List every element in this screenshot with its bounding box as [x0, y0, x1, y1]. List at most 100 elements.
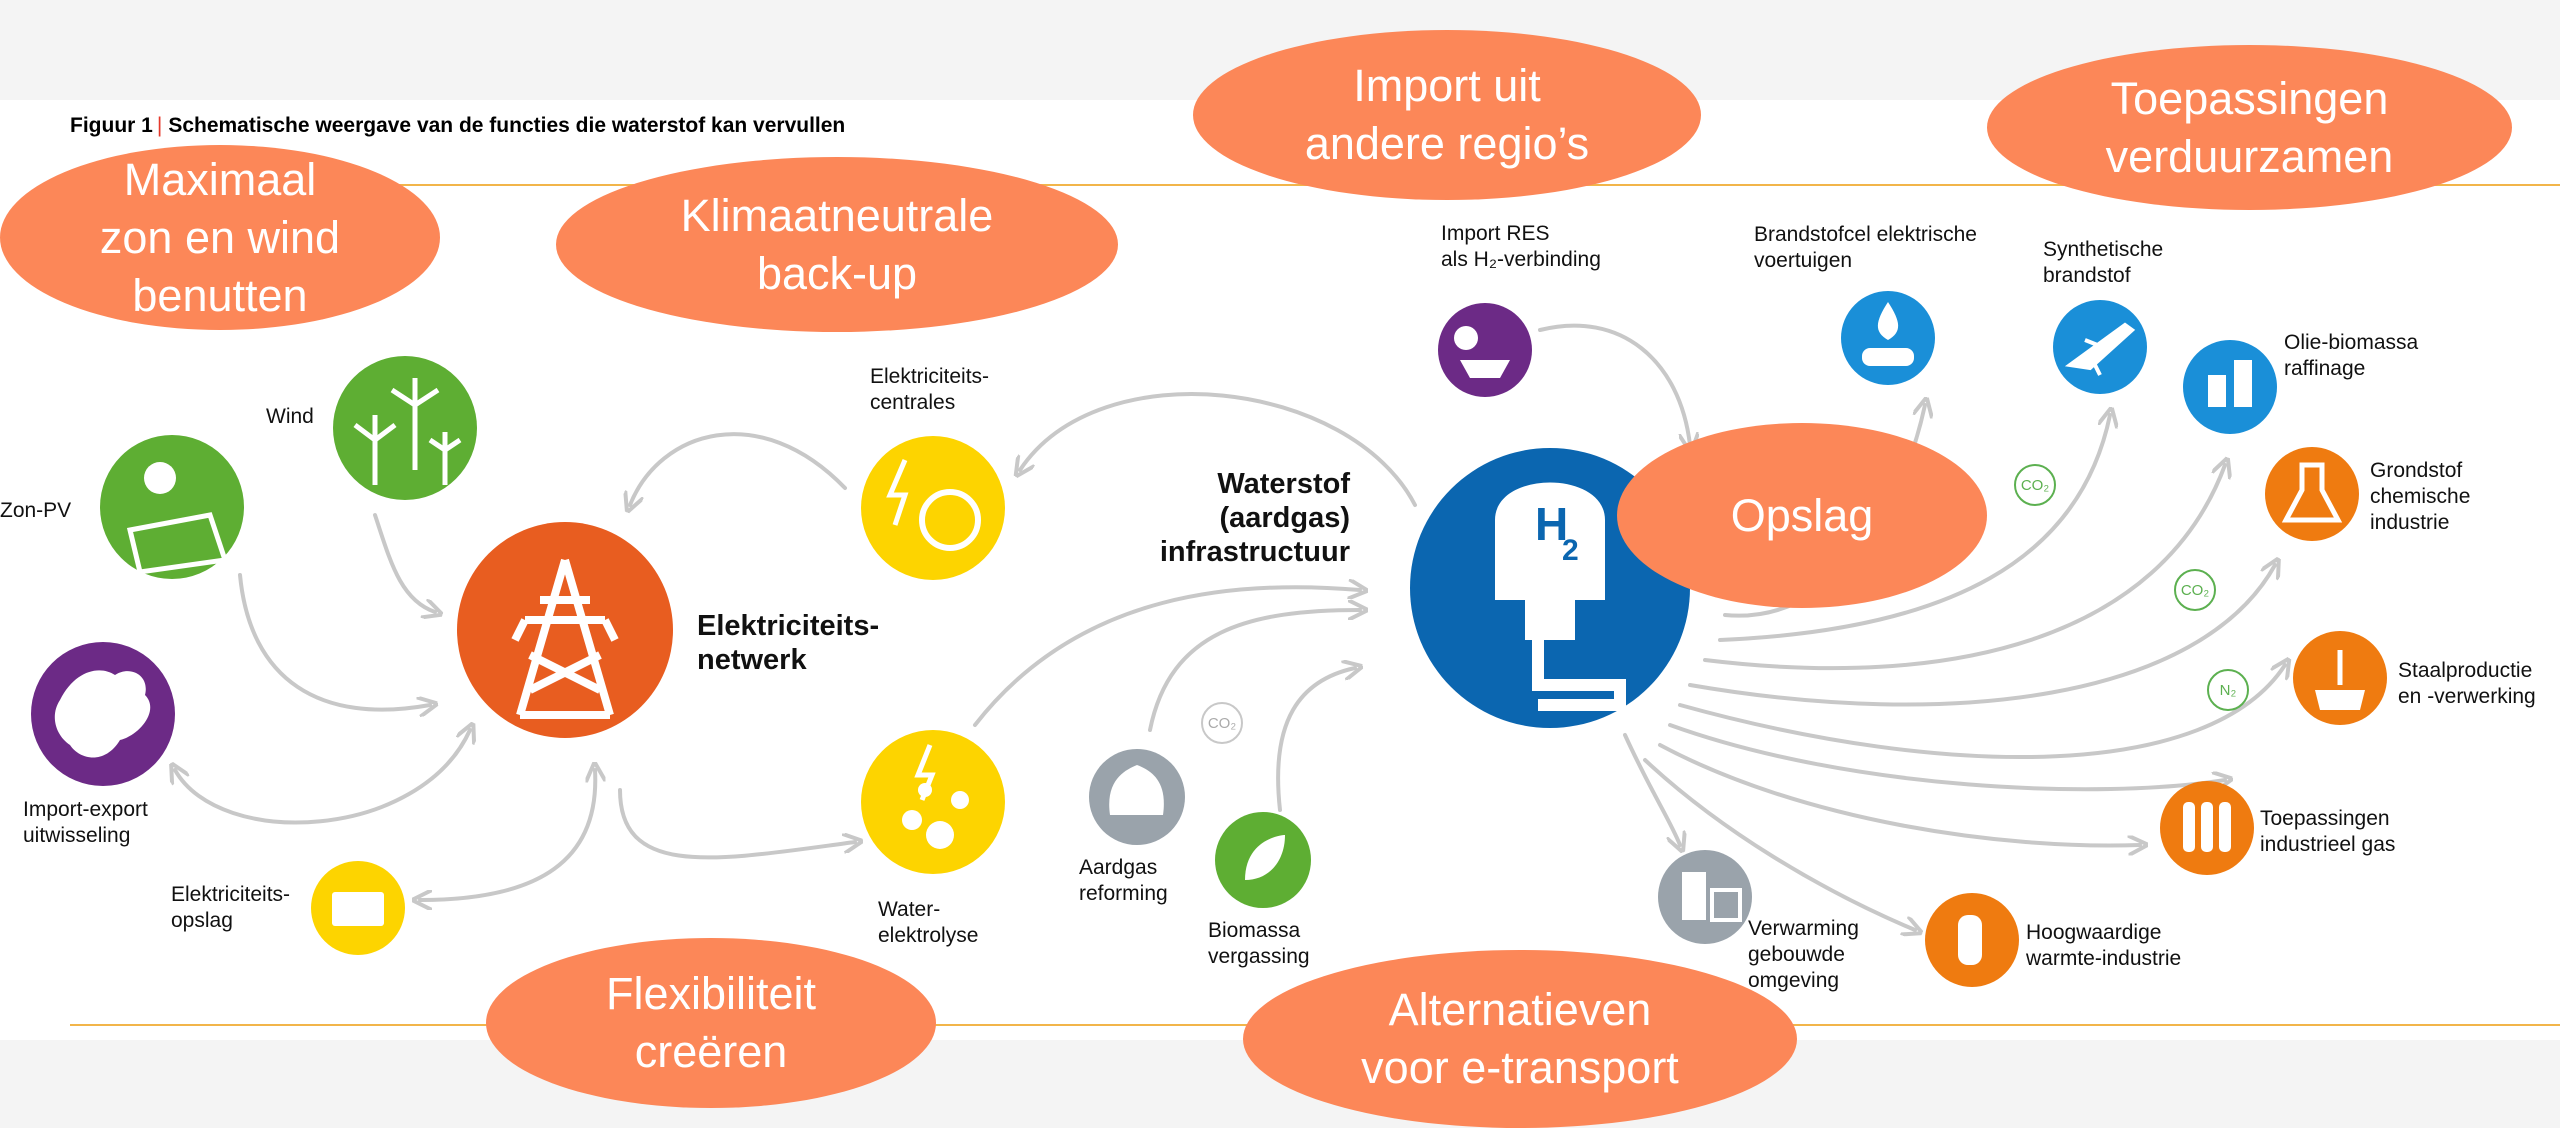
- caption-text: Schematische weergave van de functies di…: [168, 114, 846, 137]
- gas-cylinder-icon: [2183, 802, 2195, 852]
- arrow-to-grondstof: [1688, 565, 2275, 707]
- electricity-hub: [457, 522, 673, 738]
- zonpv-node: [100, 435, 244, 579]
- olie-biomassa-label: Olie-biomassa raffinage: [2284, 331, 2419, 380]
- hydrogen-drop-icon: [1877, 302, 1899, 340]
- lightning-icon: [886, 459, 909, 526]
- arrow-to-olie-biomassa: [1703, 465, 2225, 671]
- biomassa-node: [1215, 812, 1311, 908]
- wind-turbine-icon: [353, 378, 462, 485]
- reforming-label: Aardgas reforming: [1079, 856, 1168, 905]
- function-opslag: Opslag: [1617, 423, 1987, 608]
- function-toepassingen-verduurzamen: Toepassingen verduurzamen: [1987, 45, 2512, 210]
- brandstofcel-label: Brandstofcel elektrische voertuigen: [1754, 223, 1977, 272]
- arrow-to-warmte: [1658, 743, 2140, 846]
- co2-badge-gray: [1201, 702, 1243, 744]
- arrow-wind-to-grid: [373, 513, 435, 612]
- warmte-label: Hoogwaardige warmte-industrie: [2026, 921, 2182, 970]
- olie-biomassa-node: [2183, 340, 2277, 434]
- airplane-icon: [2064, 322, 2136, 376]
- pipe-icon: [1532, 640, 1626, 711]
- hydrogen-tank-icon: [1495, 482, 1605, 640]
- grondstof-node: [2265, 447, 2359, 541]
- h2-label: H: [1535, 498, 1568, 550]
- leaf-icon: [1245, 835, 1285, 880]
- import-export-label: Import-export uitwisseling: [23, 798, 148, 847]
- steel-beam-icon: [2315, 690, 2365, 710]
- gas-flame-icon: [1109, 765, 1164, 815]
- flow-arrows: [175, 323, 2285, 930]
- figure-caption: Figuur 1|Schematische weergave van de fu…: [70, 114, 845, 138]
- arrow-import-export: [175, 730, 470, 825]
- reforming-node: [1089, 749, 1185, 845]
- warmte-node: [1925, 893, 2019, 987]
- co2-badge-1-label: CO₂: [2021, 477, 2050, 494]
- europe-map-icon: [54, 670, 151, 758]
- arrow-to-verwarming: [1623, 733, 1680, 845]
- arrow-zonpv-to-grid: [238, 573, 430, 710]
- staal-label: Staalproductie en -verwerking: [2398, 659, 2536, 708]
- n2-badge-label: N₂: [2220, 682, 2237, 699]
- radiator-icon: [1710, 888, 1742, 922]
- elektrolyse-label: Water- elektrolyse: [878, 898, 979, 947]
- arrow-to-warmte-industrie: [1643, 758, 1915, 930]
- industrieel-gas-label: Toepassingen industrieel gas: [2260, 807, 2396, 856]
- arrow-opslag-grid: [420, 770, 595, 900]
- elektrolyse-node: [861, 730, 1005, 874]
- import-res-node: [1438, 303, 1532, 397]
- figure-number: Figuur 1: [70, 114, 153, 137]
- industrieel-gas-node: [2160, 781, 2254, 875]
- staal-node: [2293, 631, 2387, 725]
- arrow-to-industrieel-gas: [1668, 723, 2225, 789]
- elektriciteitsopslag-node: [311, 861, 405, 955]
- furnace-icon: [1958, 915, 1982, 965]
- lightning-icon: [914, 744, 936, 801]
- verwarming-label: Verwarming gebouwde omgeving: [1748, 917, 1859, 992]
- arrow-to-synthetisch: [1718, 415, 2110, 642]
- electricity-hub-label: Elektriciteits- netwerk: [697, 610, 880, 676]
- import-res-label: Import RES als H₂-verbinding: [1441, 222, 1601, 271]
- wind-node: [333, 356, 477, 500]
- arrow-import-res-to-h2: [1538, 323, 1690, 445]
- function-import-regios: Import uit andere regio’s: [1193, 30, 1701, 200]
- arrow-biomassa-to-h2: [1276, 668, 1355, 812]
- biomassa-label: Biomassa vergassing: [1208, 919, 1310, 968]
- car-icon: [1862, 348, 1914, 366]
- caption-separator: |: [156, 114, 163, 137]
- flask-icon: [2281, 462, 2343, 523]
- centrales-node: [861, 436, 1005, 580]
- ship-icon: [1460, 360, 1510, 378]
- arrow-reforming-to-h2: [1148, 610, 1360, 732]
- verwarming-node: [1658, 850, 1752, 944]
- hydrogen-infra-label: Waterstof (aardgas) infrastructuur: [1159, 468, 1350, 568]
- sun-icon: [144, 462, 176, 494]
- emission-badges: [1201, 464, 2249, 744]
- co2-badge-1: [2014, 464, 2056, 506]
- synthetisch-label: Synthetische brandstof: [2043, 238, 2164, 287]
- pylon-icon: [511, 558, 619, 719]
- h2-subscript: 2: [1562, 534, 1579, 567]
- building-icon: [1682, 872, 1706, 920]
- turbine-icon: [919, 489, 981, 551]
- centrales-label: Elektriciteits- centrales: [870, 365, 990, 414]
- arrow-h2-to-centrales: [1020, 392, 1417, 507]
- co2-badge-gray-label: CO₂: [1208, 715, 1237, 732]
- elektriciteitsopslag-label: Elektriciteits- opslag: [171, 883, 291, 932]
- co2-badge-2: [2174, 569, 2216, 611]
- n2-badge: [2207, 669, 2249, 711]
- brandstofcel-node: [1841, 291, 1935, 385]
- arrow-to-staal: [1678, 665, 2285, 760]
- arrow-centrales-to-grid: [630, 432, 847, 505]
- wind-label: Wind: [266, 405, 314, 428]
- electricity-hub-circle: [457, 522, 673, 738]
- function-max-zon-wind: Maximaal zon en wind benutten: [0, 145, 440, 330]
- solar-panel-icon: [126, 512, 229, 575]
- refinery-icon: [2208, 375, 2226, 407]
- arrow-elektrolyse-to-h2: [973, 587, 1360, 727]
- function-alternatieven-etransport: Alternatieven voor e-transport: [1243, 950, 1797, 1128]
- function-flexibiliteit: Flexibiliteit creëren: [486, 938, 936, 1108]
- function-klimaatneutrale-backup: Klimaatneutrale back-up: [556, 157, 1118, 332]
- battery-icon: [332, 892, 384, 926]
